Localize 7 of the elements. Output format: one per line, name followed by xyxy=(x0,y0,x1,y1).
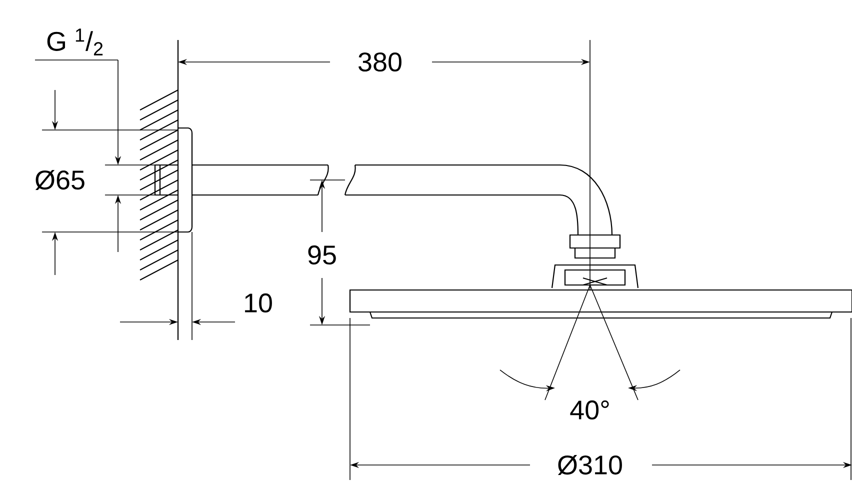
dimension-label: 95 xyxy=(308,245,336,265)
dimension-label: Ø310 xyxy=(558,454,622,475)
dimension-label: Ø65 xyxy=(35,170,84,190)
dimension-label: G $^{1}$/$_{2}$ xyxy=(47,28,103,56)
dimension-label: 10 xyxy=(245,293,272,313)
dimension-label: 40° xyxy=(570,400,609,420)
dimension-label: 380 xyxy=(358,52,402,72)
